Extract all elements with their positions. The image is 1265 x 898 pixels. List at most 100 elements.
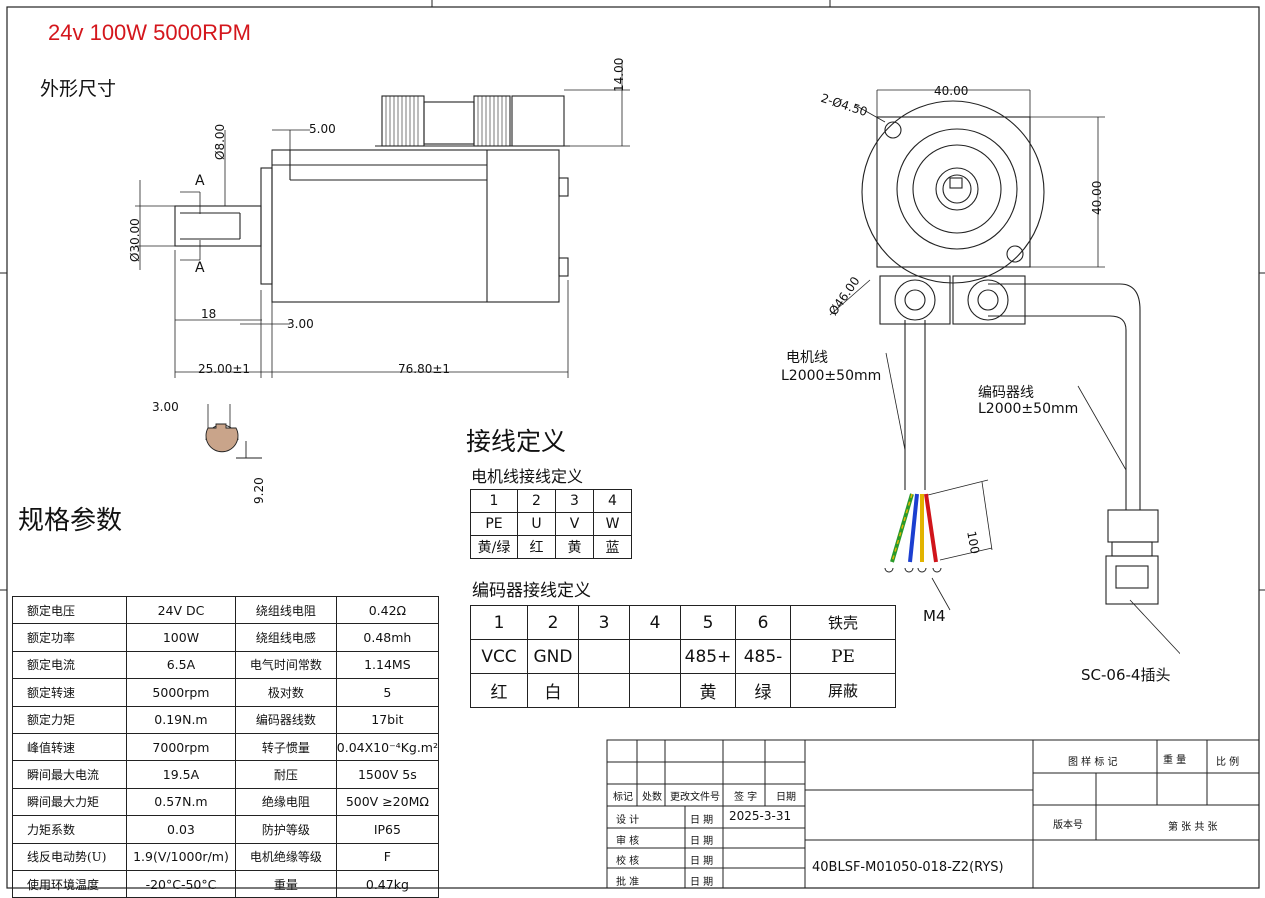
tb-drawing-mark: 图 样 标 记 [1068, 757, 1118, 768]
motor-plug [879, 275, 951, 325]
encoder-wiring-table: 1 2 3 4 5 6 铁壳 VCC GND 485+ 485- PE 红 白 … [470, 605, 896, 708]
dim-76: 76.80±1 [398, 362, 451, 376]
encoder-plug [952, 275, 1026, 325]
spec-label-cell: 瞬间最大力矩 [12, 787, 127, 817]
spec-value-cell: 5000rpm [125, 678, 237, 707]
spec-label-cell: 线反电动势(U) [12, 842, 127, 871]
spec-value-cell: 6.5A [125, 650, 237, 680]
spec-label-cell: 峰值转速 [12, 732, 127, 762]
mount-hole [884, 121, 902, 139]
outline-title: 外形尺寸 [40, 78, 117, 100]
spec-value-cell: 0.48mh [335, 623, 440, 652]
dim-square-width: 40.00 [934, 84, 969, 98]
header-title: 24v 100W 5000RPM [48, 20, 251, 45]
wire-u [924, 493, 938, 563]
table-row: 黄/绿 红 黄 蓝 [470, 535, 632, 559]
motor-color-cell: 红 [517, 535, 556, 559]
spec-label-cell: 额定电压 [12, 595, 127, 625]
spec-label-cell: 力矩系数 [12, 815, 127, 844]
wire-w [908, 493, 919, 563]
motor-cable-length: L2000±50mm [781, 368, 882, 384]
motor-cable-label: 电机线 [786, 350, 828, 366]
spec-label-cell: 转子惯量 [235, 732, 337, 762]
spec-value-cell: -20°C-50°C [125, 869, 237, 898]
tb-check: 校 核 [616, 856, 640, 867]
spec-value-cell: 19.5A [125, 760, 237, 789]
tb-version: 版本号 [1053, 820, 1083, 831]
wiring-title: 接线定义 [466, 427, 567, 456]
enc-color-cell: 黄 [680, 673, 736, 708]
tb-date-1: 日 期 [690, 815, 714, 826]
encoder-cable-length: L2000±50mm [978, 401, 1079, 417]
dim-25: 25.00±1 [198, 362, 251, 376]
spec-title: 规格参数 [18, 506, 123, 536]
motor-color-cell: 蓝 [593, 535, 632, 559]
tb-date: 日期 [776, 792, 796, 803]
sc06-connector [1105, 555, 1159, 605]
enc-signal-cell: 485+ [680, 639, 736, 674]
enc-color-cell: 红 [470, 673, 528, 708]
square-flange [876, 116, 1031, 268]
encoder-cable-label: 编码器线 [978, 385, 1034, 401]
tb-weight: 重 量 [1163, 755, 1187, 766]
spec-value-cell: 17bit [335, 705, 440, 734]
motor-signal-cell: PE [470, 512, 518, 536]
terminal-m4-label: M4 [923, 607, 946, 625]
enc-signal-cell: 485- [735, 639, 791, 674]
spec-label-cell: 电气时间常数 [235, 650, 337, 680]
dim-18: 18 [201, 307, 217, 321]
tb-model: 40BLSF-M01050-018-Z2(RYS) [812, 860, 1004, 875]
side-view [135, 60, 630, 440]
spec-value-cell: 1500V 5s [335, 760, 440, 789]
connector-label: SC-06-4插头 [1081, 666, 1171, 684]
motor-wiring-title: 电机线接线定义 [471, 467, 584, 486]
mount-hole [1006, 245, 1024, 263]
tb-design: 设 计 [616, 815, 640, 826]
tb-design-date: 2025-3-31 [729, 809, 792, 823]
spec-label-cell: 额定电流 [12, 650, 127, 680]
tb-scale: 比 例 [1216, 757, 1240, 768]
tb-sheet: 第 张 共 张 [1168, 822, 1218, 833]
dim-key-width: 3.00 [152, 400, 179, 414]
enc-color-cell: 屏蔽 [790, 673, 896, 708]
key-section [205, 423, 262, 459]
spec-label-cell: 绕组线电阻 [235, 595, 337, 625]
motor-body [271, 149, 560, 303]
front-view [829, 89, 1180, 655]
spec-label-cell: 额定转速 [12, 678, 127, 707]
spec-label-cell: 瞬间最大电流 [12, 760, 127, 789]
section-mark-top: A [195, 173, 205, 189]
tb-date-2: 日 期 [690, 836, 714, 847]
spec-value-cell: 0.47kg [335, 869, 440, 898]
tb-count: 处数 [642, 792, 662, 803]
spec-label-cell: 防护等级 [235, 815, 337, 844]
section-mark-bottom: A [195, 260, 205, 276]
dim-3: 3.00 [287, 317, 314, 331]
encoder-wiring-title: 编码器接线定义 [472, 581, 591, 601]
spec-value-cell: 1.9(V/1000r/m) [125, 842, 237, 871]
enc-pin-cell: 2 [527, 605, 579, 640]
tb-date-4: 日 期 [690, 877, 714, 888]
enc-color-cell: 白 [527, 673, 579, 708]
tb-sign: 签 字 [734, 792, 758, 803]
spec-value-cell: 0.04X10⁻⁴Kg.m² [335, 732, 440, 762]
tb-approve: 批 准 [616, 877, 640, 888]
motor-color-cell: 黄 [555, 535, 594, 559]
dim-5: 5.00 [309, 122, 336, 136]
motor-wiring-table: 1 2 3 4 PE U V W 黄/绿 红 黄 蓝 [470, 489, 632, 559]
spec-label-cell: 绕组线电感 [235, 623, 337, 652]
tb-mark: 标记 [613, 792, 633, 803]
spec-value-cell: 500V ≥20MΩ [335, 787, 440, 817]
spec-value-cell: 24V DC [125, 595, 237, 625]
